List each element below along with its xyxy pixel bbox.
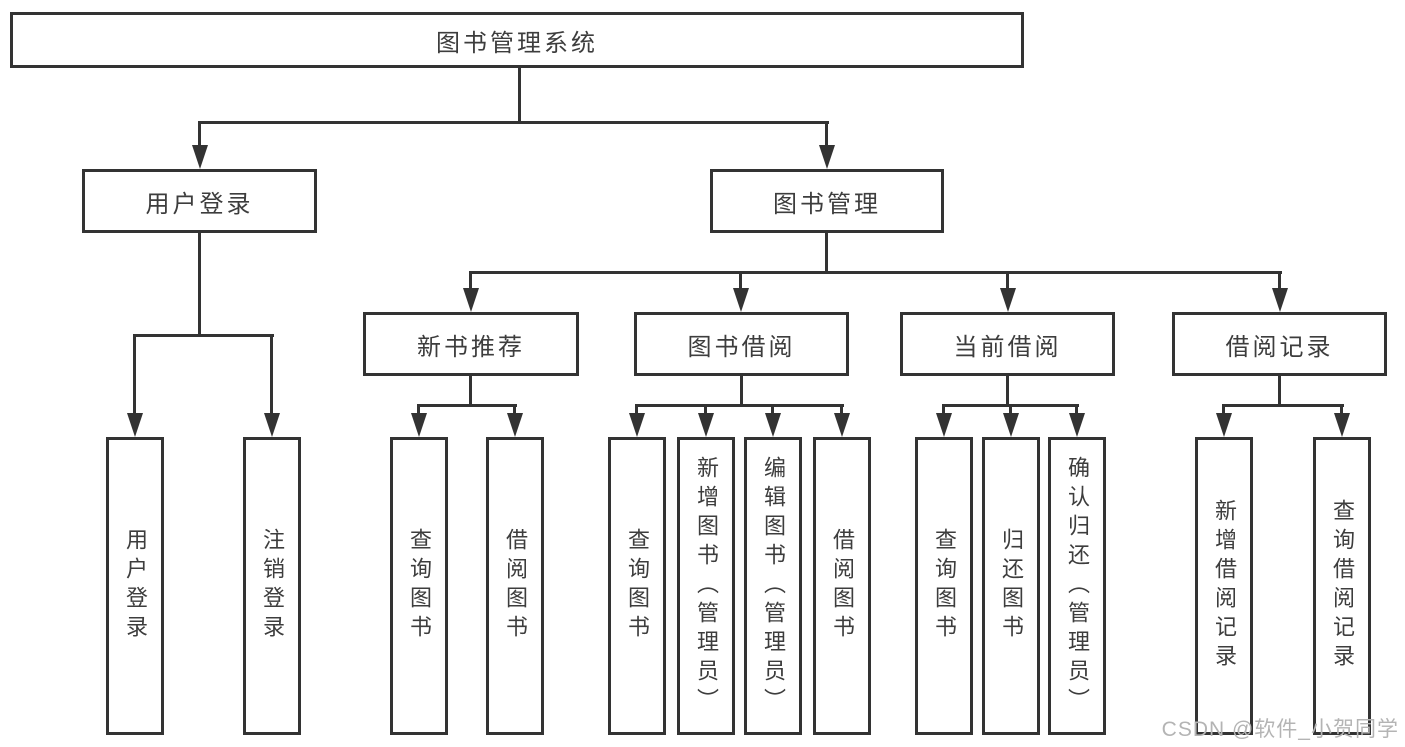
arrow-down-icon	[1069, 413, 1085, 437]
arrow-down-icon	[1000, 288, 1016, 312]
connector-line	[518, 68, 521, 122]
connector-line	[825, 233, 828, 274]
connector-line	[1006, 376, 1009, 406]
connector-line	[1278, 271, 1281, 292]
connector-line	[469, 271, 1282, 274]
connector-line	[1340, 404, 1343, 418]
arrow-down-icon	[1216, 413, 1232, 437]
node-borrow-books-recommend: 借阅图书	[486, 437, 544, 735]
node-add-book-admin: 新增图书（管理员）	[677, 437, 735, 735]
connector-line	[1006, 271, 1009, 292]
connector-line	[469, 271, 472, 292]
node-query-books-recommend: 查询图书	[390, 437, 448, 735]
connector-line	[704, 404, 707, 418]
connector-line	[740, 376, 743, 406]
arrow-down-icon	[765, 413, 781, 437]
node-query-borrow-record: 查询借阅记录	[1313, 437, 1371, 735]
arrow-down-icon	[411, 413, 427, 437]
node-add-borrow-record: 新增借阅记录	[1195, 437, 1253, 735]
connector-line	[1278, 376, 1281, 406]
node-user-login: 用户登录	[82, 169, 317, 233]
connector-line	[1222, 404, 1225, 418]
connector-line	[635, 404, 638, 418]
connector-line	[469, 376, 472, 406]
arrow-down-icon	[1334, 413, 1350, 437]
connector-line	[825, 121, 828, 149]
node-edit-book-admin: 编辑图书（管理员）	[744, 437, 802, 735]
arrow-down-icon	[1272, 288, 1288, 312]
arrow-down-icon	[127, 413, 143, 437]
connector-line	[771, 404, 774, 418]
connector-line	[133, 334, 136, 417]
csdn-watermark: CSDN @软件_小贺同学	[1161, 718, 1399, 741]
node-new-book-recommend: 新书推荐	[363, 312, 579, 376]
connector-line	[270, 334, 273, 417]
connector-line	[198, 121, 829, 124]
connector-line	[1009, 404, 1012, 418]
node-current-borrow: 当前借阅	[900, 312, 1115, 376]
connector-line	[513, 404, 516, 418]
connector-line	[198, 121, 201, 149]
node-query-books-borrow: 查询图书	[608, 437, 666, 735]
arrow-down-icon	[936, 413, 952, 437]
arrow-down-icon	[819, 145, 835, 169]
connector-line	[1222, 404, 1344, 407]
arrow-down-icon	[463, 288, 479, 312]
arrow-down-icon	[192, 145, 208, 169]
arrow-down-icon	[733, 288, 749, 312]
connector-line	[133, 334, 274, 337]
connector-line	[635, 404, 844, 407]
connector-line	[1075, 404, 1078, 418]
arrow-down-icon	[507, 413, 523, 437]
arrow-down-icon	[834, 413, 850, 437]
connector-line	[942, 404, 945, 418]
connector-line	[417, 404, 517, 407]
arrow-down-icon	[264, 413, 280, 437]
node-confirm-return-admin: 确认归还（管理员）	[1048, 437, 1106, 735]
arrow-down-icon	[698, 413, 714, 437]
connector-line	[417, 404, 420, 418]
arrow-down-icon	[1003, 413, 1019, 437]
node-library-management-system: 图书管理系统	[10, 12, 1024, 68]
node-logout-leaf: 注销登录	[243, 437, 301, 735]
connector-line	[739, 271, 742, 292]
node-return-book: 归还图书	[982, 437, 1040, 735]
arrow-down-icon	[629, 413, 645, 437]
node-borrow-records: 借阅记录	[1172, 312, 1387, 376]
node-book-borrow: 图书借阅	[634, 312, 849, 376]
node-book-management: 图书管理	[710, 169, 944, 233]
node-borrow-books-leaf: 借阅图书	[813, 437, 871, 735]
connector-line	[840, 404, 843, 418]
node-user-login-leaf: 用户登录	[106, 437, 164, 735]
connector-line	[198, 233, 201, 336]
node-query-books-current: 查询图书	[915, 437, 973, 735]
